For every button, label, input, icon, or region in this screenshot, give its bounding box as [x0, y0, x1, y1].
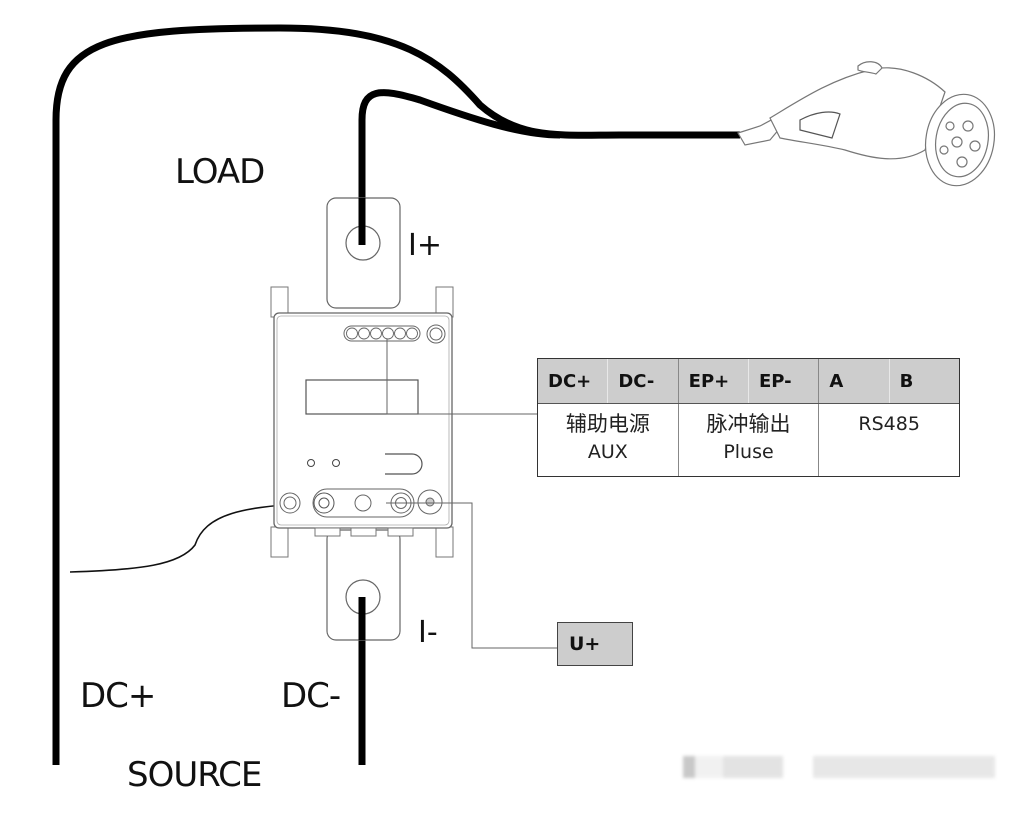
- watermark: [683, 756, 995, 778]
- i-minus-label: I-: [418, 615, 438, 650]
- comm-terminal-strip: [343, 325, 421, 342]
- group-aux-en: AUX: [587, 441, 628, 463]
- meter-button: [385, 453, 423, 475]
- dc-minus-label: DC-: [281, 676, 341, 716]
- terminal-table: DC+ DC- EP+ EP- A B 辅助电源 AUX 脉冲输出 Pluse …: [537, 358, 960, 477]
- i-plus-label: I+: [408, 228, 442, 263]
- load-cable: [358, 89, 561, 245]
- lcd-display: [305, 379, 419, 415]
- header-dc-minus: DC-: [608, 359, 679, 403]
- led-1: [307, 459, 315, 467]
- header-a: A: [819, 359, 890, 403]
- load-label: LOAD: [175, 152, 265, 192]
- group-pulse: 脉冲输出 Pluse: [679, 404, 820, 476]
- header-ep-minus: EP-: [749, 359, 820, 403]
- led-2: [332, 459, 340, 467]
- sense-wire: [69, 502, 326, 573]
- group-pulse-en: Pluse: [723, 441, 774, 463]
- group-aux-cn: 辅助电源: [565, 412, 650, 436]
- group-rs485-en: RS485: [858, 413, 920, 435]
- group-rs485: RS485: [819, 404, 959, 476]
- group-pulse-cn: 脉冲输出: [706, 412, 791, 436]
- terminal-table-body: 辅助电源 AUX 脉冲输出 Pluse RS485: [538, 404, 959, 476]
- dc-plus-label: DC+: [80, 676, 156, 716]
- u-plus-terminal-box: U+: [557, 622, 633, 666]
- group-aux: 辅助电源 AUX: [538, 404, 679, 476]
- terminal-table-header: DC+ DC- EP+ EP- A B: [538, 359, 959, 404]
- ev-connector-icon: [737, 61, 996, 187]
- header-dc-plus: DC+: [538, 359, 609, 403]
- meter-body: [273, 312, 453, 529]
- u-plus-leader: [386, 502, 557, 649]
- header-b: B: [899, 370, 914, 392]
- header-ep-plus: EP+: [679, 359, 749, 403]
- source-label: SOURCE: [127, 755, 262, 795]
